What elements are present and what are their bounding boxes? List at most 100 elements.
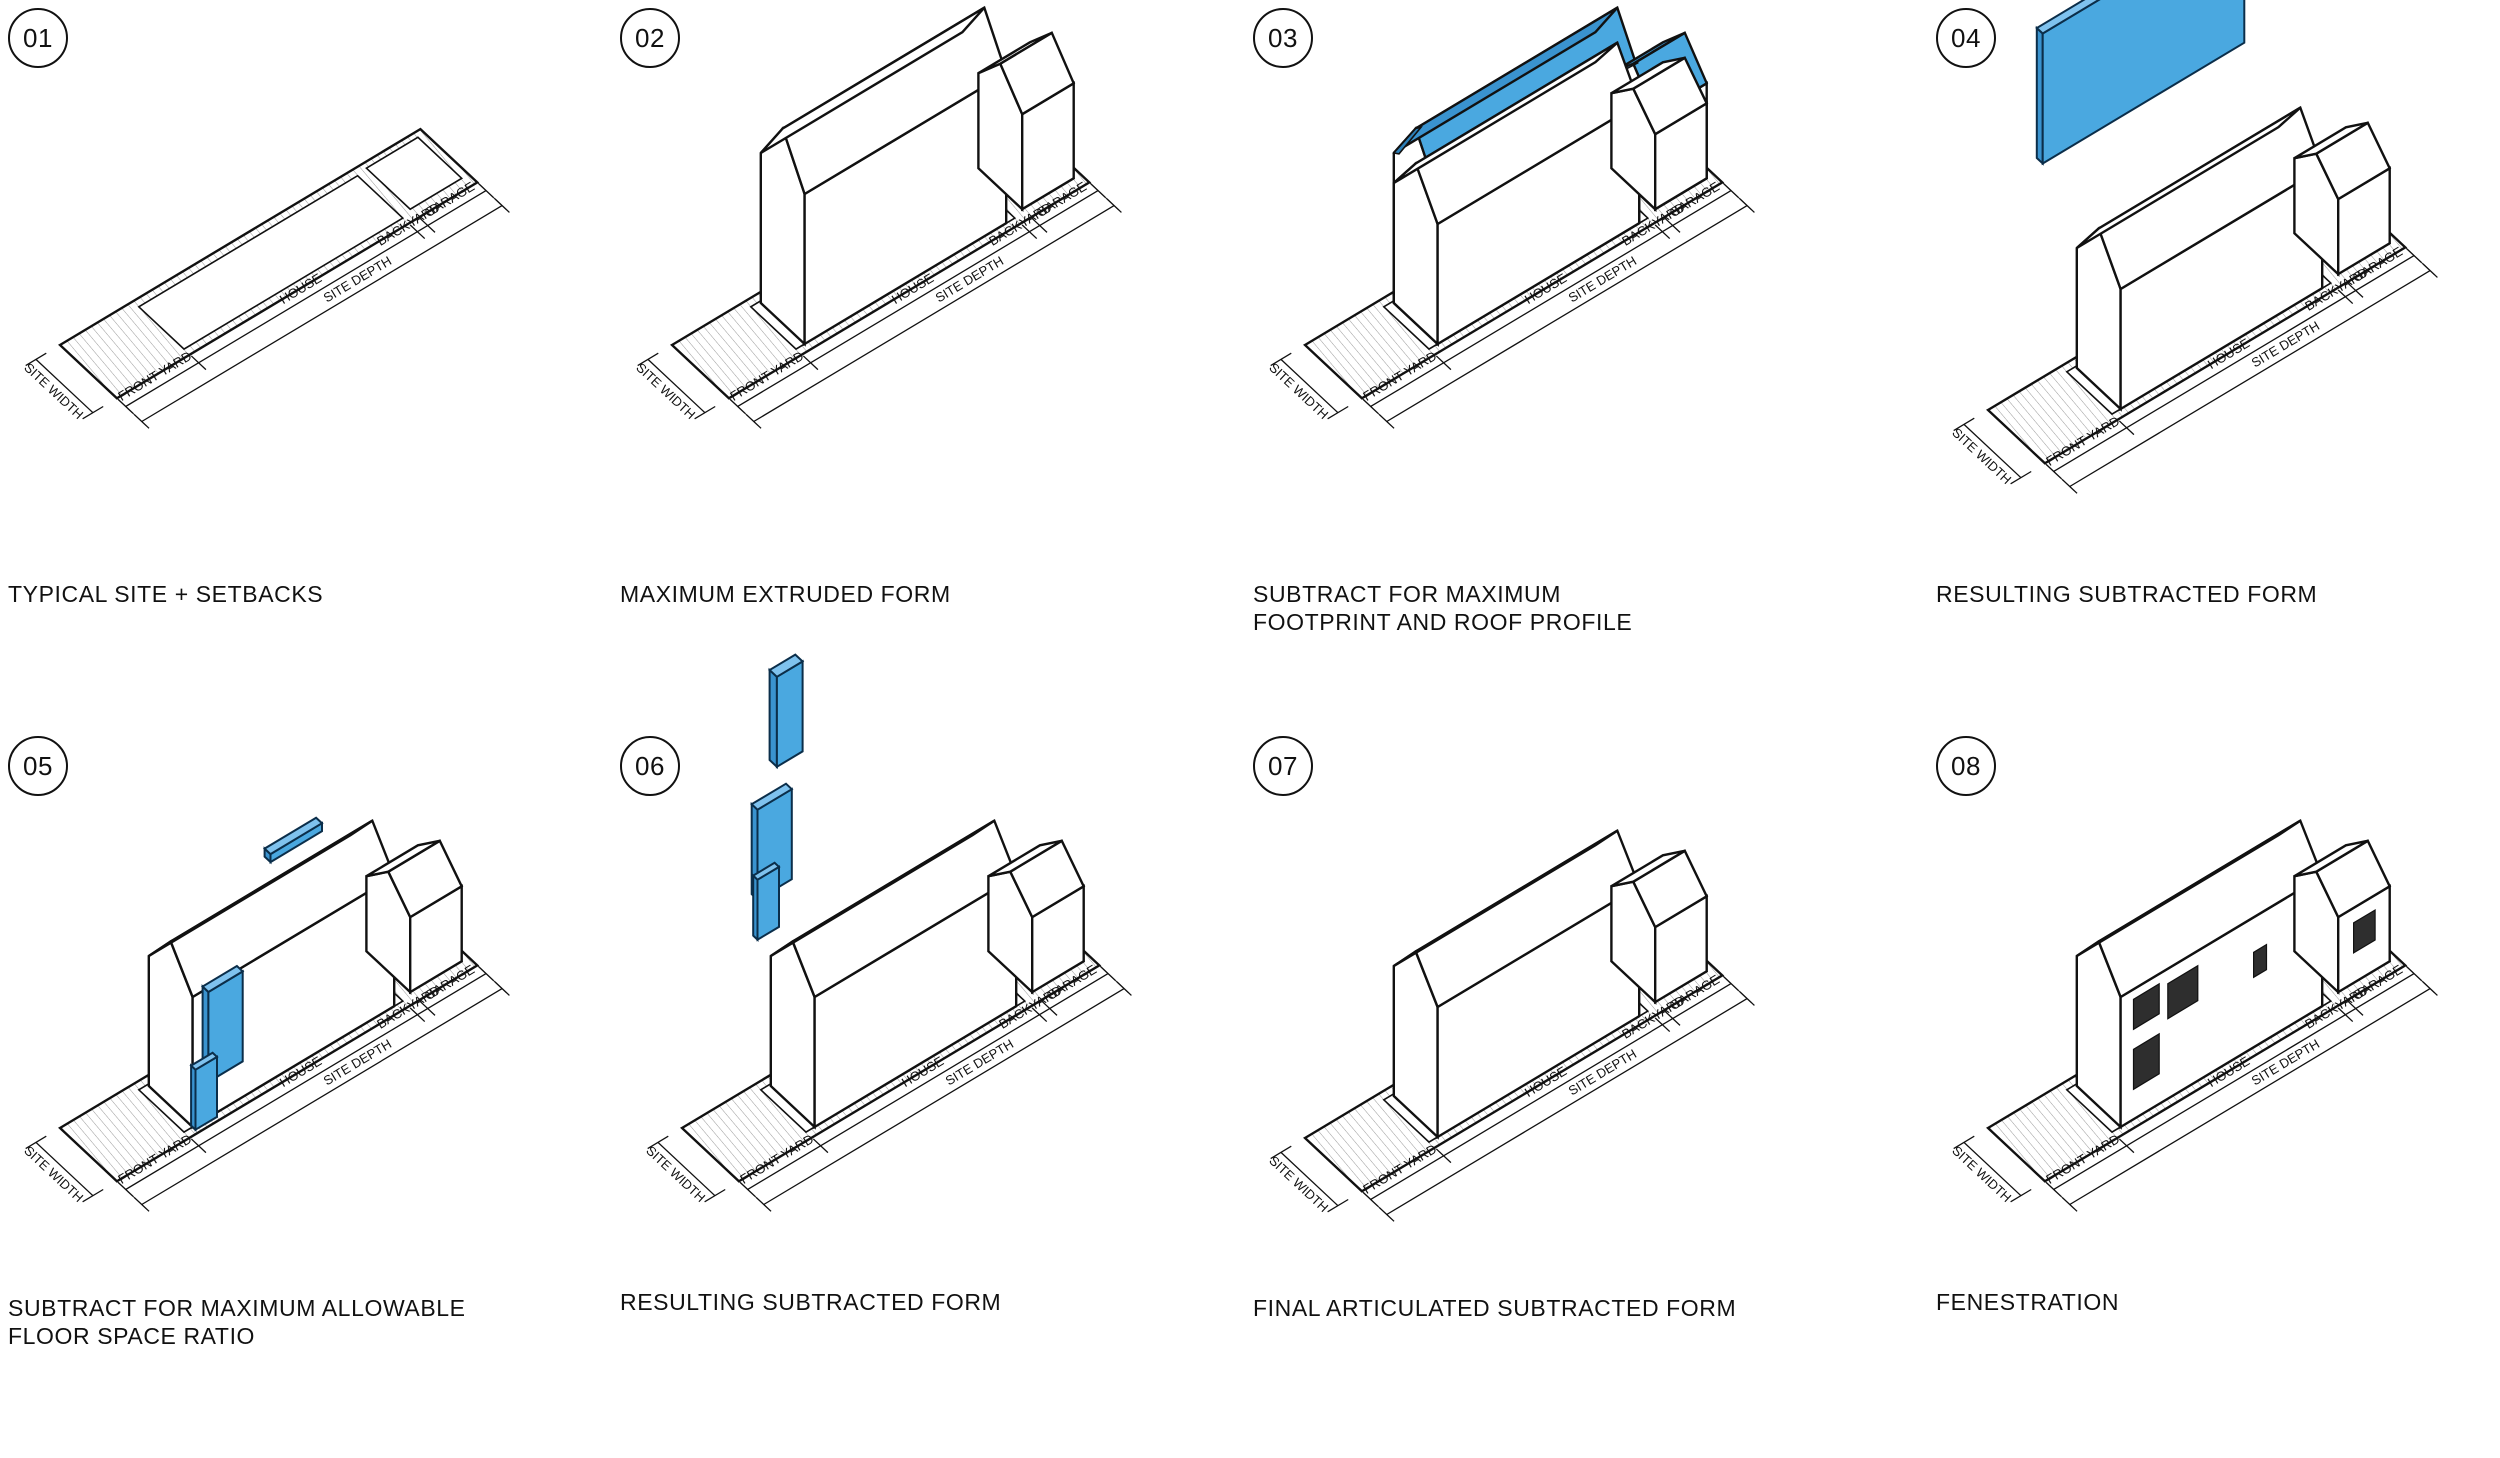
dimension-tick: [2118, 1138, 2135, 1154]
site-width-line: [1963, 423, 2022, 479]
dimension-tick: [82, 1188, 104, 1203]
dimension-tick: [1270, 352, 1292, 367]
dimension-tick: [1435, 355, 1452, 371]
site-depth-line: [2069, 270, 2431, 488]
roof-plane: [365, 839, 441, 878]
panel-caption: FENESTRATION: [1936, 1288, 2119, 1316]
dimension-tick: [1041, 1001, 1058, 1016]
dimension-tick: [694, 405, 716, 420]
caption-line: FINAL ARTICULATED SUBTRACTED FORM: [1253, 1295, 1737, 1321]
roof-plane: [1393, 41, 1619, 185]
dimension-tick: [409, 1007, 426, 1023]
extension-line: [1088, 182, 1119, 211]
roof-plane: [1393, 829, 1618, 968]
site-depth-line: [753, 205, 1115, 423]
dimension-label-site-width: SITE WIDTH: [21, 1143, 86, 1205]
roof-plane: [770, 819, 995, 958]
site-width-line: [1280, 358, 1339, 414]
window-icon: [2253, 943, 2268, 979]
lifted-fsr-volume: [767, 653, 805, 679]
extension-line: [2404, 247, 2435, 276]
dimension-tick: [2337, 289, 2354, 305]
fsr-subtraction-volume: [189, 1051, 219, 1071]
panel-caption: TYPICAL SITE + SETBACKS: [8, 580, 323, 608]
dimension-tick: [647, 1135, 669, 1150]
panel-caption: RESULTING SUBTRACTED FORM: [1936, 580, 2317, 608]
step-number: 01: [8, 8, 68, 68]
roof-plane: [759, 6, 986, 155]
dimension-tick: [1953, 417, 1975, 432]
roof-plane: [977, 31, 1053, 75]
extension-line: [1361, 397, 1392, 426]
dimension-tick: [190, 1138, 207, 1154]
site-width-line: [35, 358, 94, 414]
window-icon: [2353, 908, 2376, 954]
dimension-tick: [1327, 405, 1349, 420]
panel-caption: RESULTING SUBTRACTED FORM: [620, 1288, 1001, 1316]
extension-line: [116, 1180, 147, 1209]
dimension-tick: [2010, 470, 2032, 485]
extension-line: [2044, 462, 2075, 491]
panel-caption: MAXIMUM EXTRUDED FORM: [620, 580, 951, 608]
site-depth-line: [141, 988, 503, 1206]
garage-footprint: [365, 136, 464, 211]
roof-plane: [2076, 106, 2302, 250]
roof-plane: [2293, 839, 2369, 878]
dimension-tick: [1654, 1017, 1671, 1033]
caption-line: TYPICAL SITE + SETBACKS: [8, 581, 324, 607]
subtracted-roof-piece: [2041, 0, 2246, 166]
dimension-tick: [637, 352, 659, 367]
lifted-fsr-volume: [768, 667, 778, 770]
caption-line: RESULTING SUBTRACTED FORM: [620, 1289, 1002, 1315]
dimension-tick: [2118, 420, 2135, 436]
roof-plane: [1610, 56, 1686, 95]
fsr-subtraction-volume: [200, 964, 245, 994]
dimension-tick: [2347, 1001, 2364, 1016]
extension-line: [476, 182, 507, 211]
dimension-tick: [1435, 1148, 1452, 1164]
step-number: 08: [1936, 736, 1996, 796]
dimension-tick: [812, 1138, 829, 1154]
dimension-label-site-width: SITE WIDTH: [1949, 425, 2014, 487]
roof-plane: [2293, 121, 2369, 160]
dimension-tick: [1021, 224, 1038, 240]
step-number: 03: [1253, 8, 1313, 68]
lifted-fsr-volume: [775, 659, 804, 769]
extension-line: [2044, 1180, 2075, 1209]
setback-chain-line: [2053, 973, 2415, 1191]
extension-line: [738, 1180, 769, 1209]
dimension-tick: [25, 1135, 47, 1150]
roof-plane: [2076, 819, 2301, 958]
step-number: 07: [1253, 736, 1313, 796]
dimension-tick: [419, 218, 436, 233]
dimension-tick: [25, 352, 47, 367]
dimension-tick: [704, 1188, 726, 1203]
dimension-tick: [1953, 1135, 1975, 1150]
window-icon: [2132, 982, 2160, 1031]
lifted-fsr-volume: [751, 861, 781, 881]
caption-line: RESULTING SUBTRACTED FORM: [1936, 581, 2318, 607]
subtracted-roof-piece: [2035, 0, 2101, 35]
site-width-line: [657, 1141, 716, 1197]
caption-line: SUBTRACT FOR MAXIMUM ALLOWABLE: [8, 1295, 466, 1321]
dimension-tick: [82, 405, 104, 420]
dimension-tick: [802, 355, 819, 371]
window-icon: [2167, 964, 2199, 1020]
dimension-label-site-width: SITE WIDTH: [21, 360, 86, 422]
caption-line: SUBTRACT FOR MAXIMUM: [1253, 581, 1562, 607]
fsr-subtraction-volume: [262, 816, 324, 856]
dimension-tick: [1664, 218, 1681, 233]
extension-line: [476, 965, 507, 994]
setback-chain-line: [2053, 255, 2415, 473]
extension-line: [1361, 1190, 1392, 1219]
